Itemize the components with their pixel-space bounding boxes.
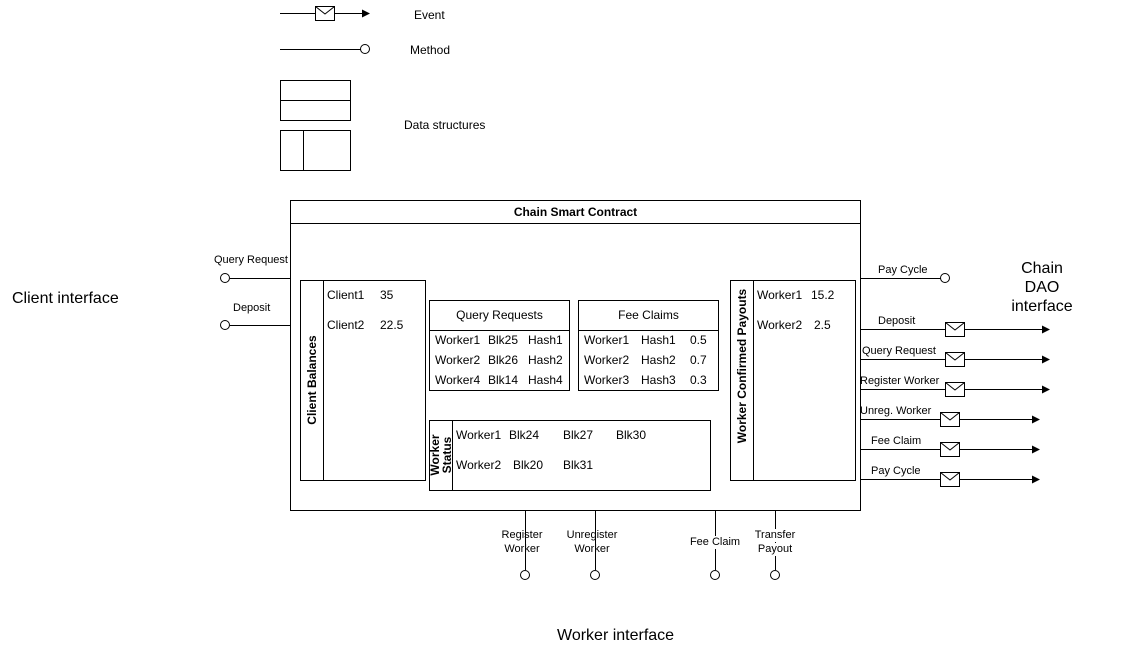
- worker-interface-label: Worker interface: [557, 627, 675, 644]
- query-request-method-circle-icon: [220, 273, 230, 283]
- worker-status-divider: [452, 420, 453, 491]
- event-pay-cycle-envelope-icon: [940, 472, 960, 487]
- transfer-payout-method-label-line2: Payout: [740, 543, 810, 556]
- worker-payouts-table: [730, 280, 856, 481]
- legend-method-label: Method: [410, 43, 451, 57]
- register-worker-method-label-line2: Worker: [504, 543, 540, 555]
- fee-claims-cell: Worker1: [584, 333, 630, 347]
- fee-claims-cell: Hash3: [641, 373, 676, 387]
- query-requests-cell: Blk26: [488, 353, 519, 367]
- worker-status-title: Worker Status: [428, 434, 454, 476]
- legend-event-label: Event: [414, 8, 445, 22]
- worker-payouts-cell: Worker1: [757, 288, 803, 302]
- worker-status-cell: Blk24: [509, 428, 540, 442]
- event-fee-claim-label: Fee Claim: [871, 435, 922, 447]
- worker-status-table: [429, 420, 711, 491]
- query-requests-cell: Worker4: [435, 373, 481, 387]
- query-requests-cell: Hash1: [528, 333, 563, 347]
- transfer-payout-method-circle-icon: [770, 570, 780, 580]
- register-worker-method-circle-icon: [520, 570, 530, 580]
- worker-status-cell: Blk27: [563, 428, 594, 442]
- query-requests-cell: Hash2: [528, 353, 563, 367]
- worker-status-cell: Worker1: [456, 428, 502, 442]
- fee-claims-title: Fee Claims: [618, 308, 679, 322]
- event-pay-cycle-label: Pay Cycle: [871, 465, 921, 477]
- fee-claims-cell: 0.7: [690, 353, 707, 367]
- fee-claims-cell: Hash1: [641, 333, 676, 347]
- query-requests-cell: Blk14: [488, 373, 519, 387]
- pay-cycle-method-label: Pay Cycle: [878, 264, 928, 276]
- event-query-request-envelope-icon: [945, 352, 965, 367]
- fee-claims-cell: Hash2: [641, 353, 676, 367]
- worker-status-cell: Blk20: [513, 458, 544, 472]
- query-requests-title: Query Requests: [456, 308, 543, 322]
- deposit-method-circle-icon: [220, 320, 230, 330]
- query-requests-cell: Hash4: [528, 373, 563, 387]
- query-request-method-line: [230, 278, 290, 279]
- unregister-worker-method-line: [595, 511, 596, 570]
- client-balances-cell: 22.5: [380, 318, 404, 332]
- query-requests-cell: Worker1: [435, 333, 481, 347]
- fee-claims-cell: Worker2: [584, 353, 630, 367]
- event-unreg-worker-envelope-icon: [940, 412, 960, 427]
- fee-claims-table: [578, 300, 719, 391]
- legend-data-structure-divider: [280, 100, 351, 101]
- client-balances-divider: [323, 280, 324, 481]
- client-balances-cell: Client2: [327, 318, 365, 332]
- query-requests-cell: Blk25: [488, 333, 519, 347]
- fee-claims-divider: [578, 330, 719, 331]
- legend-data-structure-vdivider: [303, 130, 304, 171]
- legend-method-circle-icon: [360, 44, 370, 54]
- unregister-worker-method-label-line1: Unregister: [566, 529, 618, 541]
- fee-claims-cell: Worker3: [584, 373, 630, 387]
- worker-payouts-cell: Worker2: [757, 318, 803, 332]
- worker-status-cell: Worker2: [456, 458, 502, 472]
- pay-cycle-method-line: [861, 278, 941, 279]
- worker-payouts-divider: [753, 280, 754, 481]
- query-request-method-label: Query Request: [214, 254, 288, 266]
- transfer-payout-method-label-line1: Transfer: [740, 529, 810, 542]
- smart-contract-title: Chain Smart Contract: [513, 205, 638, 219]
- worker-payouts-cell: 15.2: [811, 288, 835, 302]
- event-fee-claim-envelope-icon: [940, 442, 960, 457]
- smart-contract-box: [290, 200, 861, 511]
- event-unreg-worker-label: Unreg. Worker: [860, 405, 932, 417]
- fee-claims-cell: 0.3: [690, 373, 707, 387]
- pay-cycle-method-circle-icon: [940, 273, 950, 283]
- legend-data-structures-label: Data structures: [404, 118, 486, 132]
- smart-contract-header-divider: [290, 223, 861, 224]
- worker-payouts-cell: 2.5: [814, 318, 831, 332]
- event-deposit-envelope-icon: [945, 322, 965, 337]
- deposit-method-line: [230, 325, 290, 326]
- worker-status-cell: Blk31: [563, 458, 594, 472]
- event-query-request-label: Query Request: [862, 345, 936, 357]
- deposit-method-label: Deposit: [233, 302, 271, 314]
- client-balances-title: Client Balances: [305, 335, 319, 425]
- legend-method-line: [280, 49, 361, 50]
- query-requests-table: [429, 300, 570, 391]
- register-worker-method-label-line1: Register: [501, 529, 543, 541]
- client-balances-cell: 35: [380, 288, 394, 302]
- chain-dao-interface-label: Chain DAO interface: [1011, 260, 1073, 315]
- legend-envelope-icon: [315, 6, 335, 21]
- query-requests-divider: [429, 330, 570, 331]
- unregister-worker-method-circle-icon: [590, 570, 600, 580]
- worker-payouts-title: Worker Confirmed Payouts: [735, 288, 749, 444]
- fee-claims-cell: 0.5: [690, 333, 707, 347]
- event-deposit-label: Deposit: [878, 315, 916, 327]
- register-worker-method-line: [525, 511, 526, 570]
- unregister-worker-method-label-line2: Worker: [574, 543, 610, 555]
- client-balances-cell: Client1: [327, 288, 365, 302]
- legend-data-structure-vertical: [280, 130, 351, 171]
- worker-status-cell: Blk30: [616, 428, 647, 442]
- fee-claim-method-circle-icon: [710, 570, 720, 580]
- client-balances-table: [300, 280, 426, 481]
- fee-claim-method-label: Fee Claim: [680, 536, 750, 549]
- event-register-worker-label: Register Worker: [860, 375, 940, 387]
- event-register-worker-envelope-icon: [945, 382, 965, 397]
- query-requests-cell: Worker2: [435, 353, 481, 367]
- client-interface-label: Client interface: [12, 290, 119, 307]
